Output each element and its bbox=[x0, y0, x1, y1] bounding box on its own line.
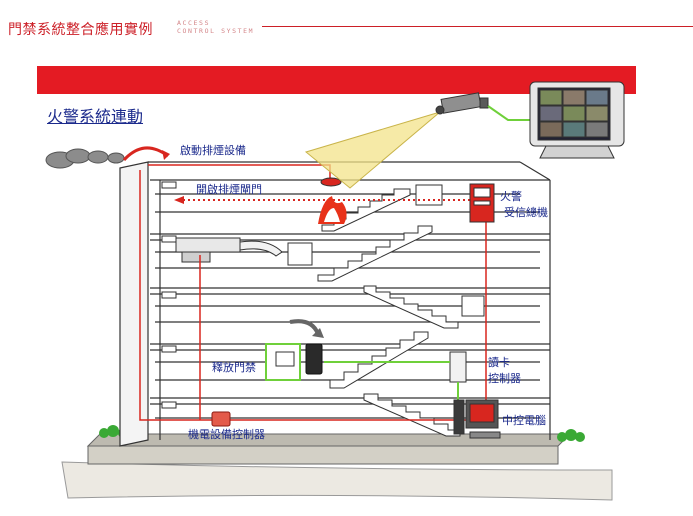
label-reader-controller: 控制器 bbox=[488, 372, 521, 385]
door-release-arrow bbox=[289, 319, 320, 335]
fire-alarm-panel bbox=[469, 183, 495, 223]
cctv-monitor-icon bbox=[529, 81, 625, 159]
section-title: 火警系統連動 bbox=[47, 107, 144, 126]
bush-right bbox=[557, 429, 585, 442]
fire-icon bbox=[318, 196, 347, 224]
card-reader-icon bbox=[305, 343, 323, 375]
label-central-pc: 中控電腦 bbox=[502, 414, 546, 427]
cctv-camera-icon bbox=[435, 92, 489, 115]
ground bbox=[61, 461, 613, 501]
label-smoke-exhaust: 啟動排煙設備 bbox=[180, 144, 246, 157]
door-release-panel bbox=[265, 343, 301, 381]
title-rule bbox=[262, 26, 693, 27]
camera-view-cone bbox=[304, 111, 441, 189]
smoke bbox=[45, 148, 125, 169]
label-fire-alarm-panel: 受信總機 bbox=[504, 206, 548, 219]
central-pc-icon bbox=[453, 399, 501, 439]
label-open-exhaust-door: 開啟排煙閘門 bbox=[196, 183, 262, 196]
page-title-en: ACCESS CONTROL SYSTEM bbox=[177, 19, 255, 35]
camera-cable bbox=[487, 105, 530, 121]
facility-controller-icon bbox=[211, 411, 231, 427]
ground-slab bbox=[87, 445, 559, 465]
label-facility-controller: 機電設備控制器 bbox=[188, 428, 265, 441]
page-title: 門禁系統整合應用實例 bbox=[8, 22, 153, 38]
label-reader: 讀卡 bbox=[488, 356, 510, 369]
exhaust-fan bbox=[175, 237, 283, 263]
label-release-door: 釋放門禁 bbox=[212, 361, 256, 374]
label-fire-alarm: 火警 bbox=[500, 190, 522, 203]
stairs bbox=[317, 188, 461, 437]
reader-controller-box bbox=[449, 351, 467, 383]
smoke-detector-icon bbox=[320, 177, 342, 187]
smoke-arrow bbox=[122, 146, 169, 162]
wall-panels bbox=[287, 184, 485, 317]
